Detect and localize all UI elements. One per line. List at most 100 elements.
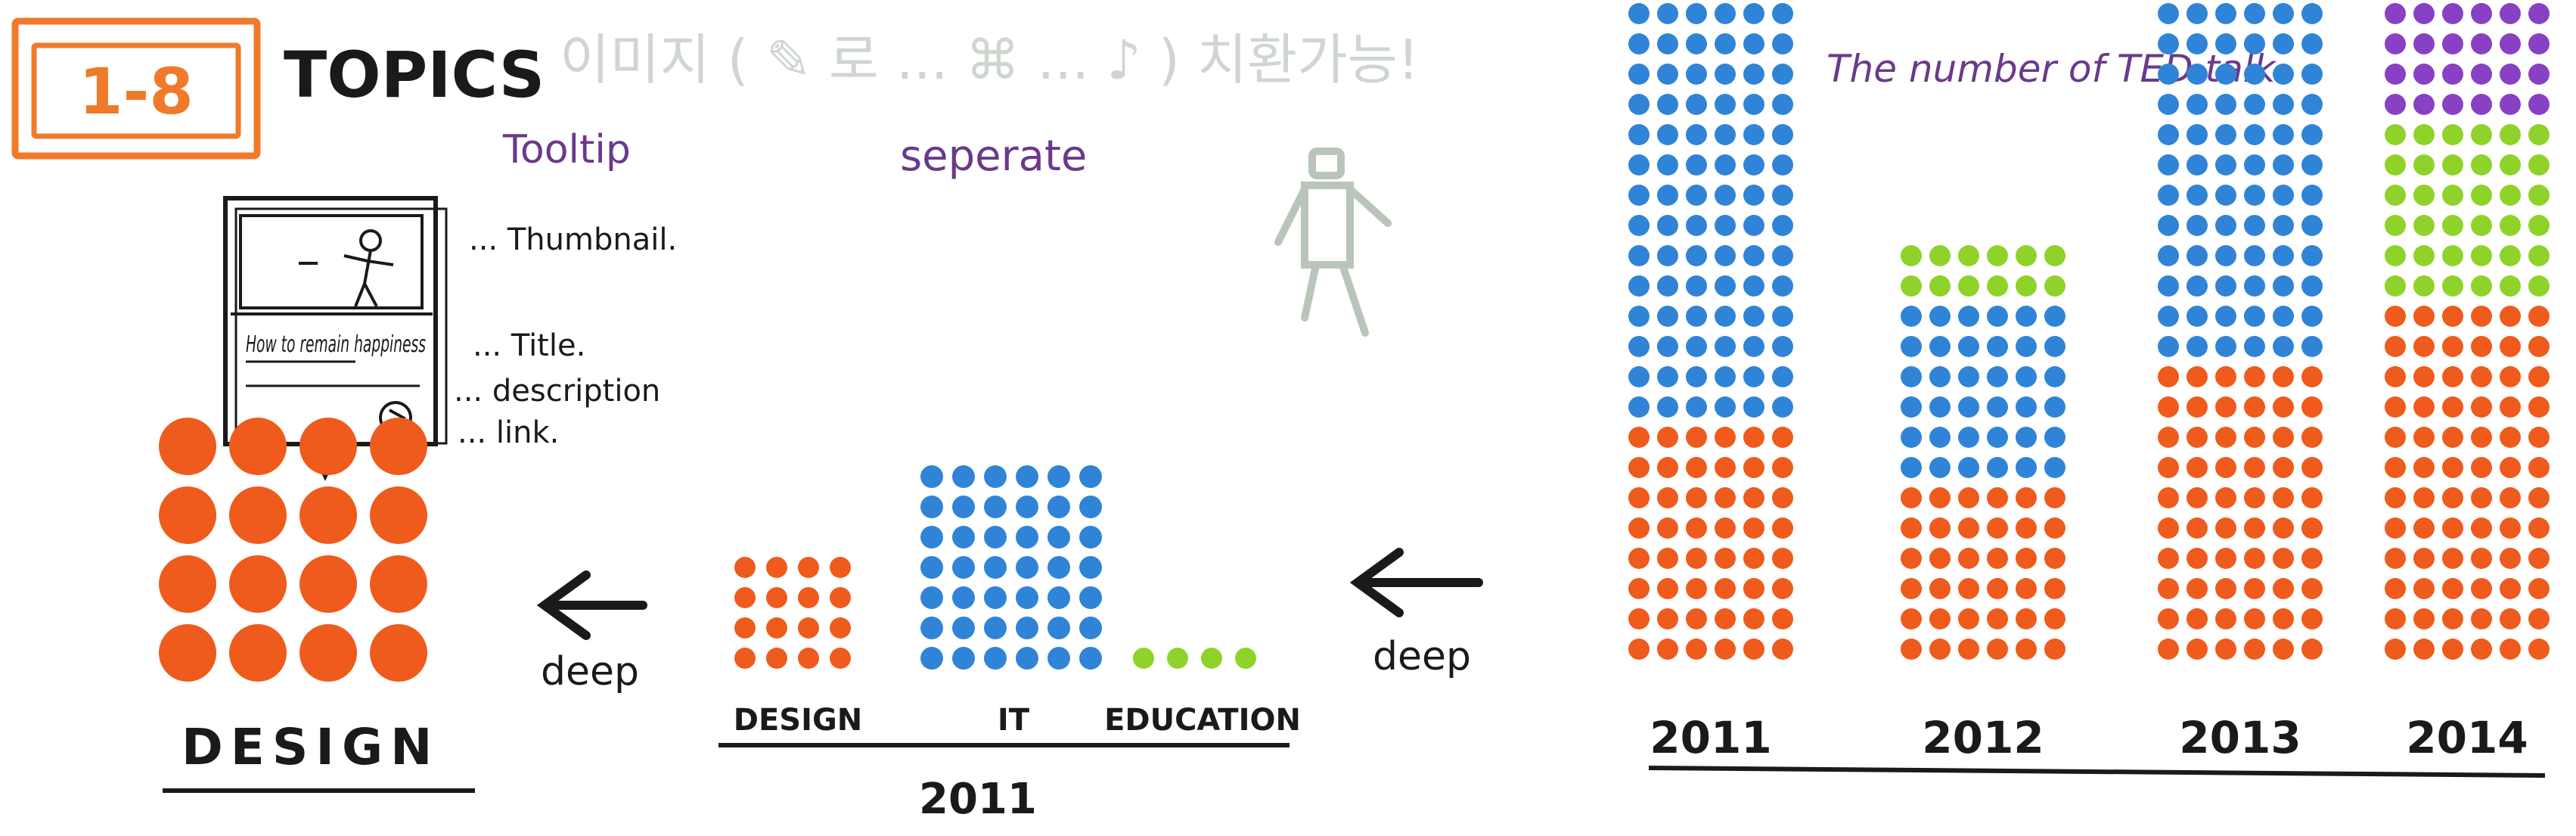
ted-dot-2013	[2301, 487, 2323, 508]
ted-dot-2013	[2244, 336, 2265, 357]
ted-dot-2014	[2528, 487, 2550, 508]
ted-dot-2012	[2044, 578, 2065, 599]
ted-dot-2011	[1657, 336, 1678, 357]
ted-dot-2013	[2158, 275, 2179, 297]
ted-dot-2011	[1628, 64, 1650, 85]
separate-dot-design	[830, 587, 851, 608]
tooltip-card: How to remain happiness	[223, 196, 448, 481]
separate-dot-design	[766, 617, 787, 639]
ted-dot-2013	[2273, 608, 2294, 629]
ted-dot-2012	[1987, 245, 2008, 266]
ted-dot-2014	[2442, 154, 2463, 176]
separate-dot-design	[830, 617, 851, 639]
separate-dot-it	[1047, 647, 1070, 670]
ted-dot-2014	[2471, 548, 2492, 569]
ted-dot-2011	[1772, 154, 1793, 176]
ted-dot-2011	[1686, 215, 1707, 236]
separate-dot-it	[984, 496, 1007, 518]
ted-dot-2011	[1772, 3, 1793, 24]
ted-dot-2011	[1772, 548, 1793, 569]
ted-dot-2014	[2413, 3, 2435, 24]
ted-dot-2013	[2301, 427, 2323, 448]
ted-dot-2013	[2301, 3, 2323, 24]
ted-dot-2011	[1657, 64, 1678, 85]
separate-dot-education	[1167, 648, 1188, 669]
separate-dot-it	[1079, 465, 1102, 488]
ted-dot-2011	[1743, 396, 1764, 418]
ted-dot-2013	[2244, 64, 2265, 85]
ted-dot-2014	[2500, 366, 2521, 387]
ted-dot-2014	[2471, 608, 2492, 629]
ted-dot-2011	[1657, 3, 1678, 24]
ted-dot-2011	[1628, 578, 1650, 599]
header-note: 이미지 ( ✎ 로 ... ⌘ ... ♪ ) 치환가능!	[560, 28, 1420, 92]
ted-dot-2014	[2500, 578, 2521, 599]
ted-dot-2014	[2413, 336, 2435, 357]
ted-dot-2014	[2500, 185, 2521, 206]
ted-dot-2012	[2016, 306, 2037, 327]
ted-dot-2011	[1657, 245, 1678, 266]
ted-dot-2012	[1987, 336, 2008, 357]
ted-dot-2011	[1686, 185, 1707, 206]
ted-dot-2011	[1715, 457, 1736, 478]
ted-dot-2013	[2186, 366, 2208, 387]
ted-dot-2013	[2301, 366, 2323, 387]
design-dot	[370, 624, 427, 682]
ted-dot-2014	[2442, 245, 2463, 266]
ted-dot-2011	[1715, 245, 1736, 266]
ted-dot-2011	[1657, 548, 1678, 569]
ted-dot-2012	[1901, 457, 1922, 478]
ted-dot-2011	[1657, 457, 1678, 478]
ted-dot-2012	[1958, 487, 1979, 508]
ted-dot-2011	[1772, 608, 1793, 629]
ted-dot-2014	[2413, 275, 2435, 297]
ted-dot-2014	[2413, 94, 2435, 115]
tooltip-card-title: How to remain happiness	[246, 331, 426, 358]
ted-dot-2013	[2301, 336, 2323, 357]
ted-dot-2011	[1657, 154, 1678, 176]
ted-dot-2014	[2500, 639, 2521, 660]
ted-dot-2013	[2215, 427, 2236, 448]
ted-dot-2012	[1987, 366, 2008, 387]
ted-dot-2011	[1743, 427, 1764, 448]
ted-dot-2014	[2413, 245, 2435, 266]
ted-dot-2014	[2413, 154, 2435, 176]
ted-dot-2014	[2528, 33, 2550, 54]
separate-dot-education	[1201, 648, 1222, 669]
ted-dot-2013	[2158, 336, 2179, 357]
ted-dot-2012	[2016, 427, 2037, 448]
ted-dot-2011	[1715, 427, 1736, 448]
ted-dot-2014	[2385, 33, 2406, 54]
ted-dot-2014	[2413, 608, 2435, 629]
ted-dot-2011	[1657, 124, 1678, 145]
ted-dot-2014	[2442, 396, 2463, 418]
ted-dot-2011	[1772, 578, 1793, 599]
separate-dot-it	[920, 526, 943, 549]
separate-year-label: 2011	[919, 775, 1037, 824]
ted-dot-2014	[2385, 366, 2406, 387]
ted-dot-2013	[2273, 64, 2294, 85]
ted-dot-2011	[1772, 487, 1793, 508]
ted-dot-2013	[2301, 124, 2323, 145]
ted-dot-2012	[2044, 366, 2065, 387]
ted-dot-2013	[2244, 275, 2265, 297]
ted-dot-2014	[2413, 487, 2435, 508]
ted-dot-2013	[2215, 215, 2236, 236]
ted-dot-2011	[1772, 366, 1793, 387]
ted-dot-2011	[1743, 185, 1764, 206]
ted-dot-2014	[2471, 336, 2492, 357]
ted-dot-2013	[2301, 185, 2323, 206]
ted-dot-2014	[2385, 124, 2406, 145]
ted-dot-2014	[2442, 457, 2463, 478]
ted-dot-2011	[1657, 517, 1678, 539]
ted-dot-2014	[2500, 124, 2521, 145]
ted-dot-2011	[1686, 94, 1707, 115]
ted-dot-2014	[2385, 457, 2406, 478]
ted-dot-2013	[2186, 94, 2208, 115]
separate-dot-design	[766, 587, 787, 608]
ted-dot-chart	[1628, 3, 2550, 660]
separate-dot-it	[1047, 586, 1070, 609]
ted-dot-2013	[2244, 396, 2265, 418]
ted-dot-2014	[2442, 427, 2463, 448]
